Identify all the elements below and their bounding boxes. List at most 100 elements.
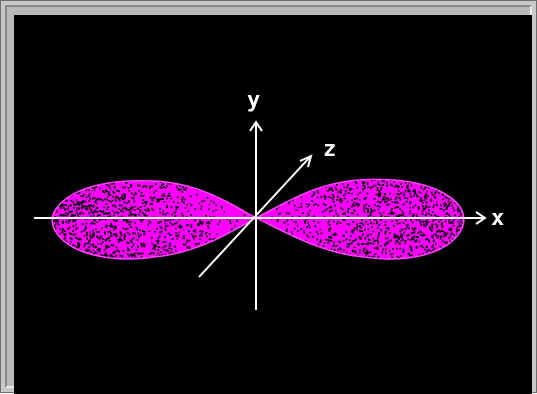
stipple-dot — [451, 192, 454, 195]
stipple-dot — [200, 223, 203, 226]
stipple-dot — [450, 229, 452, 232]
stipple-dot — [439, 231, 441, 234]
stipple-dot — [368, 261, 370, 263]
stipple-dot — [84, 242, 86, 245]
stipple-dot — [236, 199, 239, 202]
stipple-dot — [393, 201, 396, 204]
stipple-dot — [306, 226, 308, 228]
stipple-dot — [446, 207, 448, 210]
stipple-dot — [285, 237, 288, 239]
stipple-dot — [168, 244, 171, 247]
stipple-dot — [80, 178, 82, 180]
stipple-dot — [276, 218, 279, 221]
stipple-dot — [410, 196, 412, 198]
stipple-dot — [365, 203, 368, 206]
stipple-dot — [329, 176, 331, 178]
stipple-dot — [291, 231, 293, 234]
stipple-dot — [384, 248, 387, 251]
stipple-dot — [50, 190, 52, 192]
stipple-dot — [223, 191, 226, 194]
stipple-dot — [336, 195, 339, 198]
stipple-dot — [410, 249, 413, 251]
stipple-dot — [340, 248, 342, 251]
stipple-dot — [123, 201, 126, 204]
stipple-dot — [371, 261, 373, 263]
stipple-dot — [293, 245, 296, 248]
stipple-dot — [340, 201, 343, 203]
stipple-dot — [133, 252, 136, 255]
stipple-dot — [403, 260, 405, 262]
stipple-dot — [122, 198, 125, 201]
stipple-dot — [52, 211, 53, 214]
stipple-dot — [463, 259, 465, 261]
stipple-dot — [427, 221, 430, 224]
stipple-dot — [60, 214, 63, 217]
stipple-dot — [59, 227, 62, 230]
stipple-dot — [347, 243, 350, 245]
stipple-dot — [456, 233, 459, 236]
stipple-dot — [373, 255, 375, 258]
stipple-dot — [312, 220, 315, 223]
stipple-dot — [324, 181, 326, 183]
stipple-dot — [183, 177, 185, 179]
stipple-dot — [175, 262, 177, 264]
stipple-dot — [106, 184, 109, 187]
stipple-dot — [111, 209, 114, 212]
stipple-dot — [56, 252, 59, 255]
stipple-dot — [450, 233, 453, 236]
stipple-dot — [151, 185, 153, 188]
stipple-dot — [144, 264, 146, 266]
stipple-dot — [58, 204, 61, 207]
stipple-dot — [92, 206, 95, 208]
stipple-dot — [57, 243, 60, 246]
stipple-dot — [461, 222, 464, 225]
stipple-dot — [347, 179, 350, 180]
stipple-dot — [67, 228, 70, 230]
stipple-dot — [74, 186, 77, 188]
stipple-dot — [53, 178, 55, 180]
stipple-dot — [149, 202, 152, 205]
stipple-dot — [336, 222, 338, 225]
stipple-dot — [161, 254, 164, 256]
stipple-dot — [63, 185, 65, 187]
stipple-dot — [57, 240, 60, 242]
stipple-dot — [349, 235, 352, 238]
stipple-dot — [166, 204, 168, 207]
stipple-dot — [334, 261, 336, 263]
stipple-dot — [324, 209, 327, 212]
stipple-dot — [326, 254, 329, 257]
stipple-dot — [457, 197, 459, 199]
stipple-dot — [73, 256, 76, 259]
stipple-dot — [94, 210, 97, 213]
stipple-dot — [328, 236, 330, 238]
stipple-dot — [53, 249, 56, 252]
stipple-dot — [163, 186, 165, 188]
stipple-dot — [94, 176, 96, 178]
stipple-dot — [389, 192, 391, 195]
stipple-dot — [85, 222, 88, 225]
stipple-dot — [439, 219, 442, 221]
stipple-dot — [55, 186, 57, 188]
stipple-dot — [358, 203, 360, 206]
stipple-dot — [103, 175, 105, 177]
stipple-dot — [208, 203, 211, 206]
stipple-dot — [95, 257, 98, 259]
stipple-dot — [98, 218, 100, 221]
stipple-dot — [283, 221, 285, 224]
stipple-dot — [117, 265, 119, 267]
stipple-dot — [62, 182, 65, 185]
stipple-dot — [307, 214, 310, 217]
z-axis — [198, 154, 313, 278]
stipple-dot — [410, 176, 412, 178]
stipple-dot — [166, 184, 168, 187]
stipple-dot — [56, 181, 59, 184]
stipple-dot — [432, 244, 434, 247]
stipple-dot — [420, 244, 423, 247]
stipple-dot — [103, 191, 106, 194]
stipple-dot — [430, 191, 433, 194]
stipple-dot — [110, 200, 112, 203]
stipple-dot — [321, 265, 323, 267]
stipple-dot — [420, 231, 422, 234]
stipple-dot — [449, 240, 452, 243]
stipple-dot — [199, 208, 202, 210]
